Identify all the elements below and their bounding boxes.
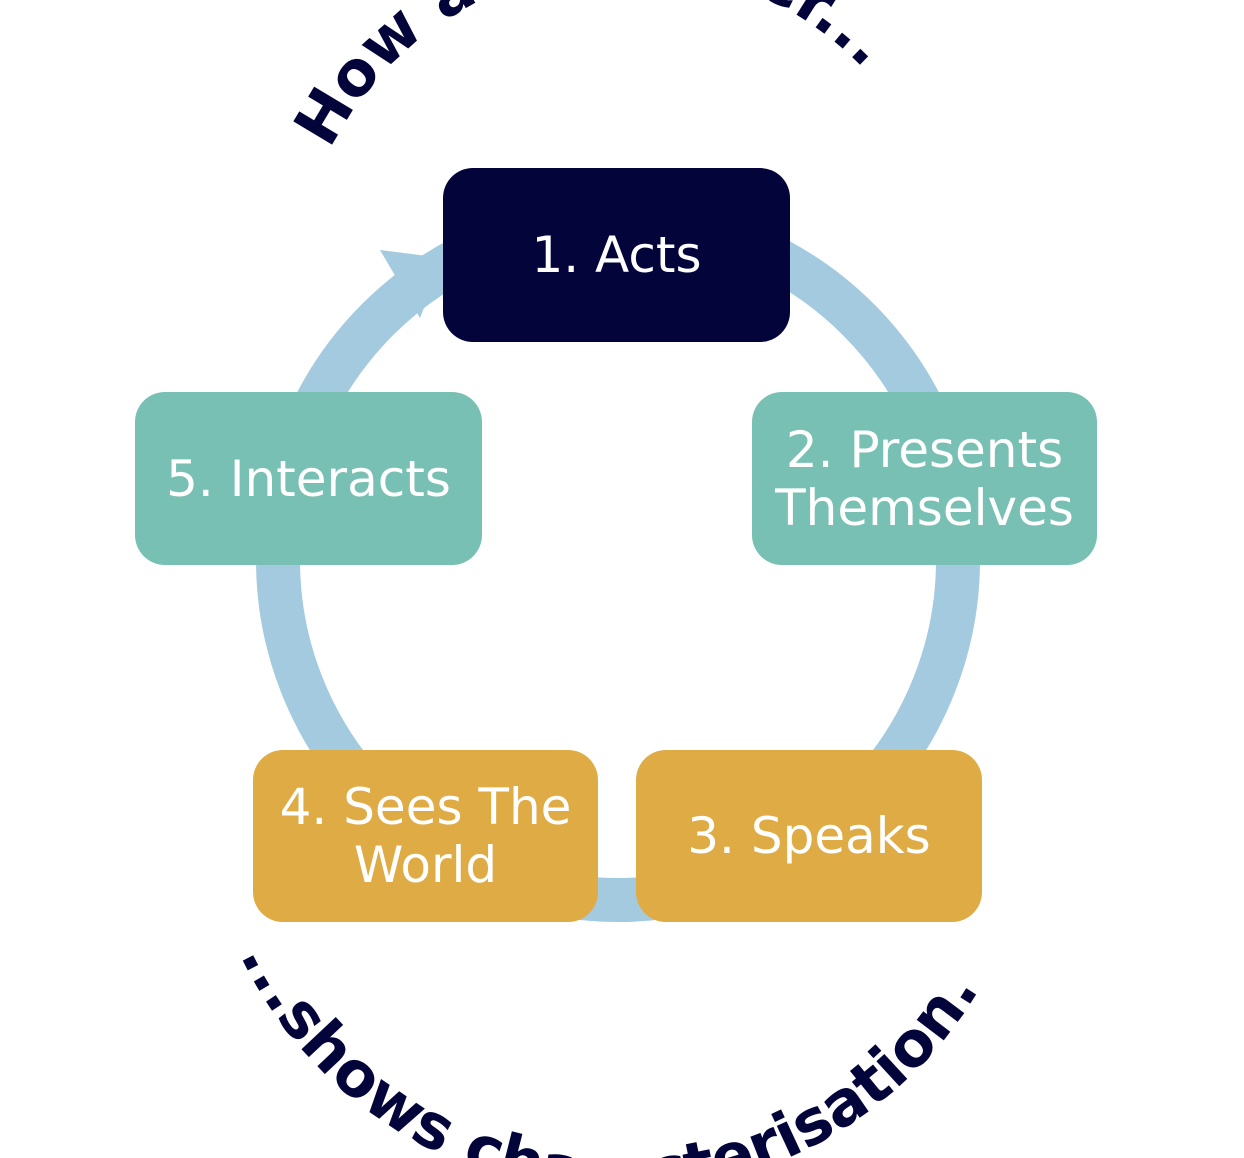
title-top: How a character...: [279, 0, 905, 157]
step-1-label: 1. Acts: [531, 226, 702, 284]
step-4-label: 4. Sees The World: [279, 778, 572, 894]
step-5-interacts: 5. Interacts: [135, 392, 482, 565]
step-3-label: 3. Speaks: [687, 807, 931, 865]
step-5-label: 5. Interacts: [166, 449, 451, 508]
step-3-speaks: 3. Speaks: [636, 750, 982, 922]
step-2-presents-themselves: 2. Presents Themselves: [752, 392, 1097, 565]
step-4-sees-the-world: 4. Sees The World: [253, 750, 598, 922]
cycle-arrowhead: [380, 250, 443, 318]
step-2-label: 2. Presents Themselves: [775, 420, 1074, 537]
step-1-acts: 1. Acts: [443, 168, 790, 342]
title-bottom: ...shows characterisation.: [226, 929, 992, 1158]
